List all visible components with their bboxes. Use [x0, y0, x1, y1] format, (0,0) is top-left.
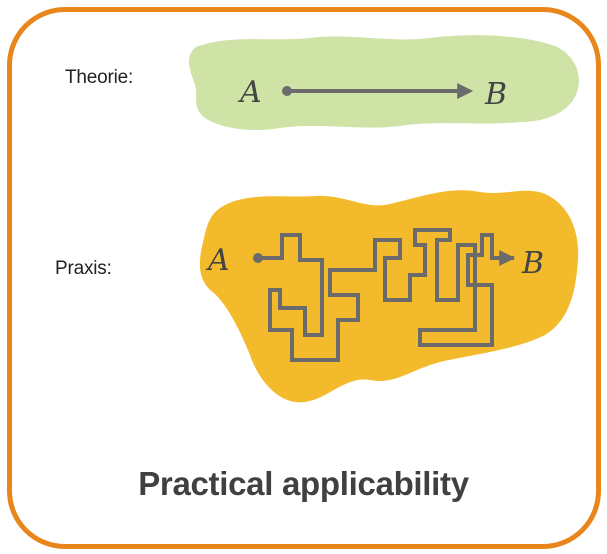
theory-start-label: A	[237, 75, 262, 110]
theory-blob	[189, 35, 579, 130]
theory-label: Theorie:	[65, 67, 134, 88]
practice-start-label: A	[205, 243, 230, 278]
practice-maze-path	[256, 228, 516, 362]
practice-blob	[199, 190, 579, 403]
practice-label: Praxis:	[55, 258, 112, 279]
theory-end-label: B	[484, 77, 507, 112]
caption-title: Practical applicability	[138, 465, 469, 502]
practice-end-label: B	[521, 246, 544, 281]
